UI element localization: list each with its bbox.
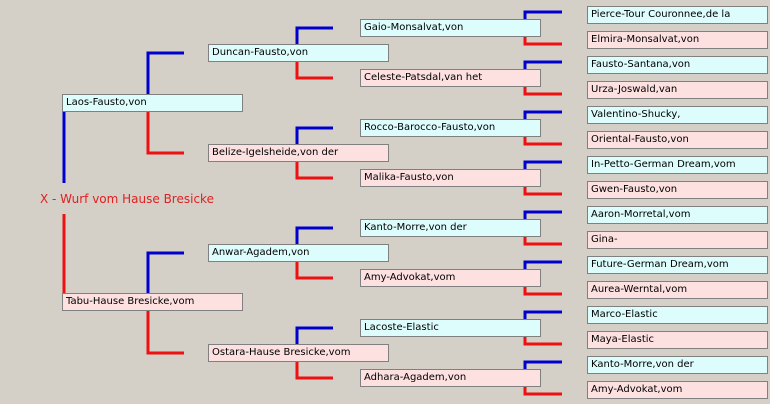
great-great-grandparent-box[interactable]: Maya-Elastic	[587, 331, 768, 349]
paternal-grandsire-box[interactable]: Duncan-Fausto,von	[208, 44, 389, 62]
great-grandparent-box[interactable]: Adhara-Agadem,von	[360, 369, 541, 387]
maternal-grandsire-box[interactable]: Anwar-Agadem,von	[208, 244, 389, 262]
great-great-grandparent-box[interactable]: Oriental-Fausto,von	[587, 131, 768, 149]
great-great-grandparent-box[interactable]: Future-German Dream,vom	[587, 256, 768, 274]
dam-connector	[146, 103, 184, 155]
maternal-granddam-box[interactable]: Ostara-Hause Bresicke,vom	[208, 344, 389, 362]
great-grandparent-box[interactable]: Lacoste-Elastic	[360, 319, 541, 337]
great-great-grandparent-box[interactable]: Amy-Advokat,vom	[587, 381, 768, 399]
great-great-grandparent-box[interactable]: Fausto-Santana,von	[587, 56, 768, 74]
great-great-grandparent-box[interactable]: In-Petto-German Dream,vom	[587, 156, 768, 174]
great-grandparent-box[interactable]: Kanto-Morre,von der	[360, 219, 541, 237]
great-great-grandparent-box[interactable]: Valentino-Shucky,	[587, 106, 768, 124]
sire-connector	[146, 251, 184, 302]
paternal-granddam-box[interactable]: Belize-Igelsheide,von der	[208, 144, 389, 162]
great-great-grandparent-box[interactable]: Urza-Joswald,van	[587, 81, 768, 99]
dam-box[interactable]: Tabu-Hause Bresicke,vom	[62, 293, 243, 311]
great-grandparent-box[interactable]: Malika-Fausto,von	[360, 169, 541, 187]
great-great-grandparent-box[interactable]: Gina-	[587, 231, 768, 249]
great-grandparent-box[interactable]: Rocco-Barocco-Fausto,von	[360, 119, 541, 137]
litter-title: X - Wurf vom Hause Bresicke	[40, 192, 214, 206]
great-great-grandparent-box[interactable]: Gwen-Fausto,von	[587, 181, 768, 199]
great-great-grandparent-box[interactable]: Aurea-Werntal,vom	[587, 281, 768, 299]
great-grandparent-box[interactable]: Celeste-Patsdal,van het	[360, 69, 541, 87]
sire-box[interactable]: Laos-Fausto,von	[62, 94, 243, 112]
great-great-grandparent-box[interactable]: Marco-Elastic	[587, 306, 768, 324]
great-great-grandparent-box[interactable]: Kanto-Morre,von der	[587, 356, 768, 374]
great-great-grandparent-box[interactable]: Aaron-Morretal,vom	[587, 206, 768, 224]
great-great-grandparent-box[interactable]: Pierce-Tour Couronnee,de la	[587, 6, 768, 24]
great-grandparent-box[interactable]: Amy-Advokat,vom	[360, 269, 541, 287]
dam-connector	[146, 302, 184, 355]
great-grandparent-box[interactable]: Gaio-Monsalvat,von	[360, 19, 541, 37]
great-great-grandparent-box[interactable]: Elmira-Monsalvat,von	[587, 31, 768, 49]
sire-connector	[146, 51, 184, 103]
